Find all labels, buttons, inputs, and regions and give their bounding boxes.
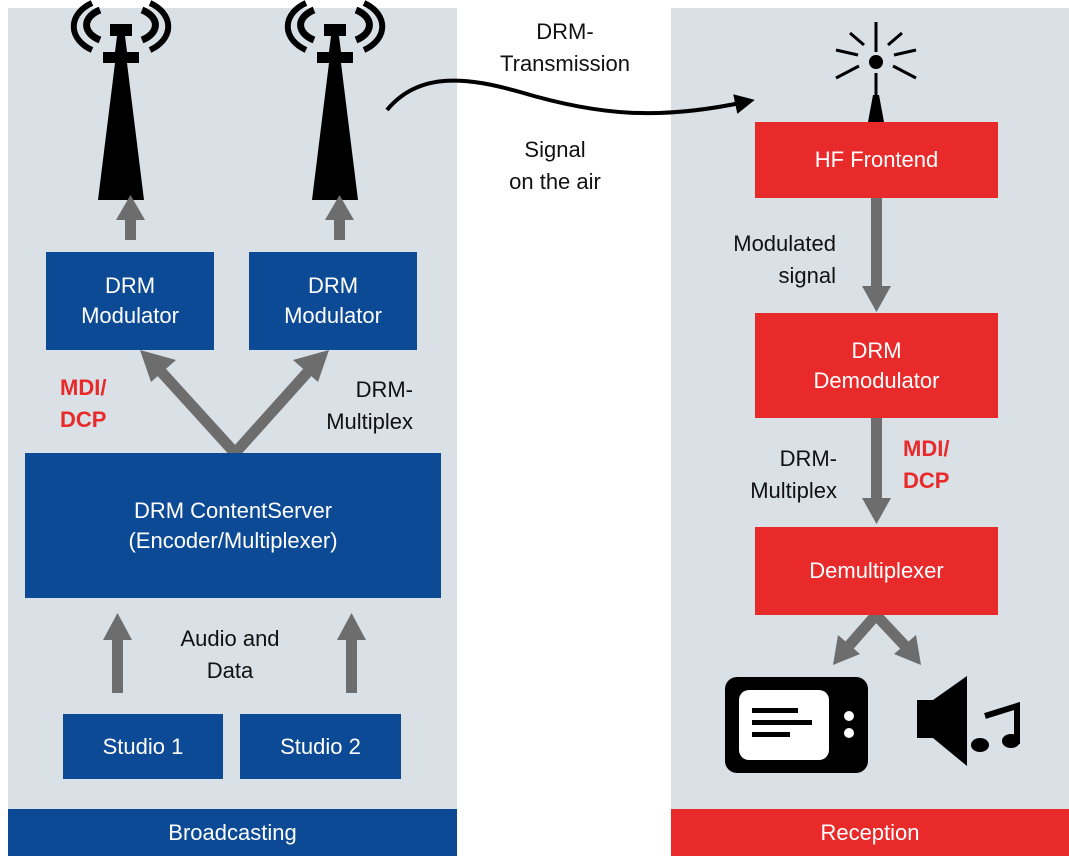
flow-arrows-reception [862, 198, 891, 524]
mdi-dcp-label: MDI/ DCP [60, 372, 106, 436]
antenna-tower-icon [284, 0, 386, 200]
demodulator-line-2: Demodulator [813, 367, 940, 393]
modulator-line-1: DRM [307, 273, 359, 299]
reception-footer: Reception [671, 809, 1069, 856]
modulated-line-1: Modulated [733, 231, 836, 256]
broadcasting-footer-label: Broadcasting [168, 819, 297, 845]
receiving-antenna-icon [835, 22, 917, 122]
transmission-line-1: DRM- [536, 19, 594, 44]
drm-multiplex-label: DRM- Multiplex [720, 443, 837, 507]
signal-line-2: on the air [509, 168, 601, 194]
arrowheads-reception [833, 635, 921, 665]
transmission-arrow [385, 78, 755, 116]
demultiplexer-label: Demultiplexer [809, 558, 944, 584]
drm-contentserver-box: DRM ContentServer (Encoder/Multiplexer) [25, 453, 441, 598]
hf-frontend-label: HF Frontend [814, 147, 939, 173]
dcp-line: DCP [903, 467, 950, 493]
broadcasting-footer: Broadcasting [8, 809, 457, 856]
audio-and-data-label: Audio and Data [155, 623, 305, 687]
mdi-line: MDI/ [60, 375, 107, 400]
reception-footer-label: Reception [820, 819, 920, 845]
studio-2-label: Studio 2 [280, 733, 361, 759]
drm-demodulator-box: DRM Demodulator [755, 313, 998, 418]
studio-1-label: Studio 1 [102, 733, 184, 759]
studio-2-box: Studio 2 [240, 714, 401, 779]
drm-multiplex-line-1: DRM- [355, 377, 413, 402]
data-line: Data [206, 657, 254, 683]
audio-line: Audio and [180, 626, 280, 651]
demultiplexer-box: Demultiplexer [755, 527, 998, 615]
signal-on-air-label: Signal on the air [490, 134, 620, 198]
mdi-line: MDI/ [903, 436, 950, 461]
transmission-line-2: Transmission [500, 50, 630, 76]
split-arrows-reception [842, 611, 912, 652]
tv-icon [725, 677, 868, 773]
modulator-line-2: Modulator [81, 303, 179, 328]
drm-multiplex-line-2: Multiplex [750, 477, 837, 503]
studio-1-box: Studio 1 [63, 714, 223, 779]
modulated-signal-label: Modulated signal [700, 228, 836, 292]
contentserver-subtitle: (Encoder/Multiplexer) [128, 527, 338, 553]
dcp-line: DCP [60, 406, 107, 432]
hf-frontend-box: HF Frontend [755, 122, 998, 198]
drm-transmission-label: DRM- Transmission [490, 16, 640, 80]
drm-multiplex-label: DRM- Multiplex [300, 374, 413, 438]
drm-modulator-box: DRM Modulator [46, 252, 214, 350]
speaker-music-icon [917, 676, 1020, 766]
drm-multiplex-line-2: Multiplex [326, 408, 413, 434]
signal-line-1: Signal [524, 137, 586, 162]
drm-multiplex-line-1: DRM- [779, 446, 837, 471]
drm-modulator-box: DRM Modulator [249, 252, 417, 350]
modulated-line-2: signal [778, 262, 836, 288]
modulator-line-2: Modulator [284, 303, 382, 328]
flow-arrows-broadcasting [103, 195, 366, 693]
modulator-line-1: DRM [104, 273, 156, 299]
mdi-dcp-label: MDI/ DCP [903, 433, 949, 497]
demodulator-line-1: DRM [851, 337, 902, 363]
antenna-tower-icon [70, 0, 172, 200]
split-arrows-broadcasting [150, 361, 319, 457]
arrowheads-broadcasting [140, 350, 329, 382]
contentserver-title: DRM ContentServer [133, 497, 333, 523]
